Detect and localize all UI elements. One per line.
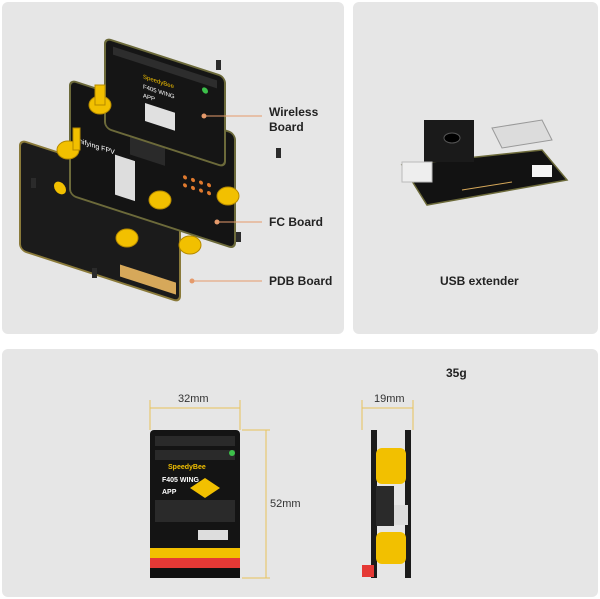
wireless-board: SpeedyBee F405 WING APP: [104, 38, 226, 167]
depth-dimension-text: 19mm: [374, 393, 405, 405]
callout-lines: [192, 115, 262, 282]
dimension-lines: [149, 400, 414, 579]
wireless-board-app-text: APP: [143, 92, 155, 103]
side-board: [362, 430, 411, 578]
front-board-brand-text: SpeedyBee: [168, 464, 206, 471]
usb-extender-label: USB extender: [440, 274, 519, 288]
standoffs: [56, 84, 240, 255]
width-dimension-text: 32mm: [178, 393, 209, 405]
dimensions-panel: [2, 349, 598, 597]
pdb-board-label: PDB Board: [269, 274, 333, 288]
front-board-model-text: F405 WING: [162, 477, 200, 484]
fc-board-label: FC Board: [269, 215, 323, 229]
screws: [31, 60, 281, 278]
wireless-board-label: Wireless Board: [269, 105, 319, 134]
front-board: SpeedyBee F405 WING APP: [150, 430, 240, 578]
height-dimension-text: 52mm: [270, 498, 301, 510]
front-board-app-text: APP: [162, 489, 177, 496]
weight-text: 35g: [446, 366, 467, 380]
